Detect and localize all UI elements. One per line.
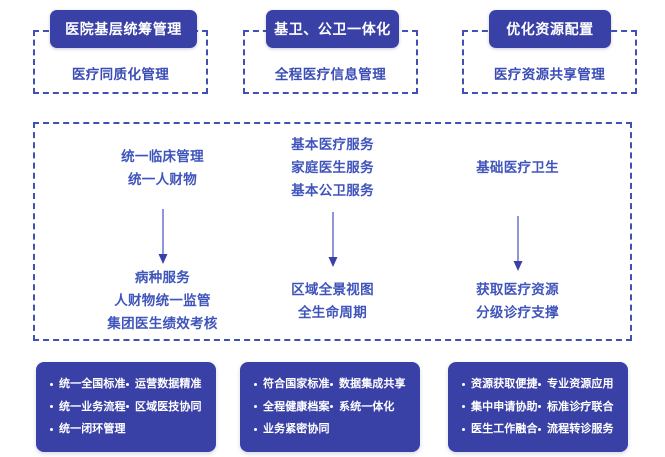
benefit-label: 统一全国标准 bbox=[59, 377, 126, 390]
benefit-item: 资源获取便捷 bbox=[462, 373, 538, 396]
bullet-icon bbox=[538, 382, 541, 386]
middle-dashed-container: 统一临床管理 统一人财物 病种服务 人财物统一监管 集团医生绩效考核 基本医疗服… bbox=[33, 122, 632, 341]
top-row: 医疗同质化管理 医院基层统筹管理 全程医疗信息管理 基卫、公卫一体化 医疗资源共… bbox=[0, 0, 665, 108]
benefit-item: 流程转诊服务 bbox=[538, 418, 614, 441]
top-group-3-subtitle: 医疗资源共享管理 bbox=[493, 67, 606, 83]
middle-column-1-top-line-2: 统一人财物 bbox=[128, 172, 197, 188]
middle-column-3-bottom-line-2: 分级诊疗支撑 bbox=[476, 305, 559, 321]
benefit-label: 集中申请协助 bbox=[471, 399, 538, 413]
benefit-item bbox=[126, 418, 202, 441]
benefit-item: 符合国家标准 bbox=[254, 373, 330, 396]
benefit-label: 专业资源应用 bbox=[547, 377, 614, 390]
top-group-2-subtitle: 全程医疗信息管理 bbox=[274, 67, 387, 83]
down-arrow-icon bbox=[326, 212, 340, 268]
middle-column-1-top-line-1: 统一临床管理 bbox=[121, 149, 204, 165]
bullet-icon bbox=[462, 382, 465, 386]
bullet-icon bbox=[50, 382, 53, 386]
benefit-label: 系统一体化 bbox=[339, 399, 395, 413]
bullet-icon bbox=[126, 382, 129, 386]
benefit-item: 全程健康档案 bbox=[254, 396, 330, 419]
top-chip-1[interactable]: 医院基层统筹管理 bbox=[50, 10, 197, 48]
benefit-item: 统一闭环管理 bbox=[50, 418, 126, 441]
bullet-icon bbox=[538, 427, 541, 431]
middle-column-2-top-line-3: 基本公卫服务 bbox=[291, 183, 374, 199]
benefit-label: 业务紧密协同 bbox=[263, 422, 330, 435]
benefit-item: 运营数据精准 bbox=[126, 373, 202, 396]
bullet-icon bbox=[462, 427, 465, 431]
middle-column-1-bottom-line-3: 集团医生绩效考核 bbox=[107, 316, 218, 332]
middle-column-1: 统一临床管理 统一人财物 病种服务 人财物统一监管 集团医生绩效考核 bbox=[80, 124, 245, 339]
middle-column-1-bottom-line-1: 病种服务 bbox=[134, 270, 191, 286]
middle-column-2: 基本医疗服务 家庭医生服务 基本公卫服务 区域全景视图 全生命周期 bbox=[250, 124, 415, 339]
top-group-1-subtitle: 医疗同质化管理 bbox=[71, 67, 170, 83]
middle-column-2-bottom-line-1: 区域全景视图 bbox=[291, 282, 374, 298]
benefit-item: 专业资源应用 bbox=[538, 373, 614, 396]
benefit-label: 标准诊疗联合 bbox=[547, 399, 614, 413]
down-arrow-icon bbox=[511, 216, 525, 272]
benefit-item bbox=[330, 418, 406, 441]
benefit-item: 医生工作融合 bbox=[462, 418, 538, 441]
middle-column-2-bottom-line-2: 全生命周期 bbox=[298, 305, 367, 321]
bullet-icon bbox=[50, 405, 53, 409]
bullet-icon bbox=[538, 405, 541, 409]
benefit-item: 集中申请协助 bbox=[462, 396, 538, 419]
middle-column-2-top: 基本医疗服务 家庭医生服务 基本公卫服务 bbox=[250, 134, 415, 203]
top-chip-2[interactable]: 基卫、公卫一体化 bbox=[266, 10, 399, 48]
middle-column-2-top-line-1: 基本医疗服务 bbox=[291, 137, 374, 153]
down-arrow-icon bbox=[156, 209, 170, 265]
bottom-row: 统一全国标准 运营数据精准 统一业务流程 区域医技协同 统一闭环管理 符合国家标… bbox=[0, 362, 665, 457]
benefits-list-3: 资源获取便捷 专业资源应用 集中申请协助 标准诊疗联合 医生工作融合 流程转诊服… bbox=[462, 373, 614, 441]
bullet-icon bbox=[254, 427, 257, 431]
middle-column-1-top: 统一临床管理 统一人财物 bbox=[80, 146, 245, 192]
middle-column-3-bottom-line-1: 获取医疗资源 bbox=[476, 282, 559, 298]
top-chip-3[interactable]: 优化资源配置 bbox=[489, 10, 611, 48]
bullet-icon bbox=[50, 427, 53, 431]
bullet-icon bbox=[254, 382, 257, 386]
benefits-list-1: 统一全国标准 运营数据精准 统一业务流程 区域医技协同 统一闭环管理 bbox=[50, 373, 202, 441]
bullet-icon bbox=[330, 382, 333, 386]
benefit-item: 数据集成共享 bbox=[330, 373, 406, 396]
benefit-item: 区域医技协同 bbox=[126, 396, 202, 419]
benefit-label: 流程转诊服务 bbox=[547, 422, 614, 435]
benefit-item: 标准诊疗联合 bbox=[538, 396, 614, 419]
benefits-panel-1: 统一全国标准 运营数据精准 统一业务流程 区域医技协同 统一闭环管理 bbox=[36, 362, 216, 452]
benefit-label: 统一业务流程 bbox=[59, 399, 126, 413]
benefit-label: 全程健康档案 bbox=[263, 399, 330, 413]
bullet-icon bbox=[126, 405, 129, 409]
benefits-list-2: 符合国家标准 数据集成共享 全程健康档案 系统一体化 业务紧密协同 bbox=[254, 373, 406, 441]
middle-column-1-bottom-line-2: 人财物统一监管 bbox=[114, 293, 211, 309]
middle-column-2-top-line-2: 家庭医生服务 bbox=[291, 160, 374, 176]
bullet-icon bbox=[462, 405, 465, 409]
benefits-panel-2: 符合国家标准 数据集成共享 全程健康档案 系统一体化 业务紧密协同 bbox=[240, 362, 420, 452]
benefit-item: 业务紧密协同 bbox=[254, 418, 330, 441]
benefit-item: 统一全国标准 bbox=[50, 373, 126, 396]
benefit-label: 符合国家标准 bbox=[263, 377, 330, 390]
bullet-icon bbox=[254, 405, 257, 409]
benefit-label: 统一闭环管理 bbox=[59, 422, 126, 435]
benefit-label: 数据集成共享 bbox=[339, 377, 406, 390]
benefit-item: 系统一体化 bbox=[330, 396, 406, 419]
benefits-panel-3: 资源获取便捷 专业资源应用 集中申请协助 标准诊疗联合 医生工作融合 流程转诊服… bbox=[448, 362, 628, 452]
bullet-icon bbox=[330, 405, 333, 409]
middle-column-3-top-line-1: 基础医疗卫生 bbox=[476, 160, 559, 176]
middle-column-3-bottom: 获取医疗资源 分级诊疗支撑 bbox=[435, 279, 600, 325]
benefit-label: 资源获取便捷 bbox=[471, 377, 538, 390]
middle-column-2-bottom: 区域全景视图 全生命周期 bbox=[250, 279, 415, 325]
middle-column-1-bottom: 病种服务 人财物统一监管 集团医生绩效考核 bbox=[80, 267, 245, 336]
benefit-label: 运营数据精准 bbox=[135, 377, 202, 390]
benefit-label: 医生工作融合 bbox=[471, 422, 538, 435]
middle-column-3: 基础医疗卫生 获取医疗资源 分级诊疗支撑 bbox=[435, 124, 600, 339]
middle-column-3-top: 基础医疗卫生 bbox=[435, 157, 600, 180]
benefit-item: 统一业务流程 bbox=[50, 396, 126, 419]
benefit-label: 区域医技协同 bbox=[135, 399, 202, 413]
